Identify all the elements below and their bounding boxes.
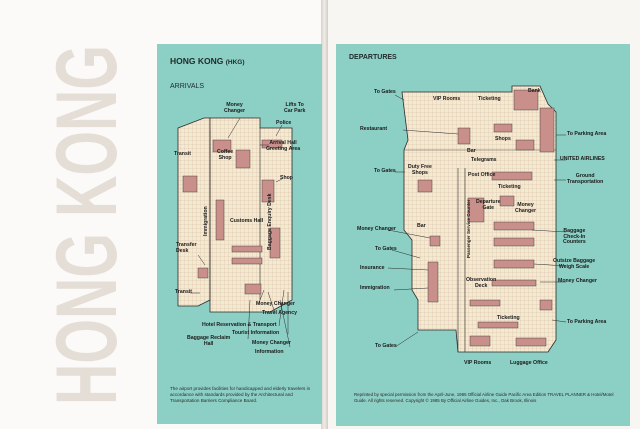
label-to-gates-bottom: To Gates [375,343,397,349]
label-to-parking-low: To Parking Area [567,319,607,325]
label-transfer-desk: Transfer Desk [176,242,197,254]
label-information: Information [255,349,284,355]
label-police: Police [276,120,292,126]
label-arrival-hall: Arrival Hall Greeting Area [266,140,301,152]
arrivals-leader-lines [190,117,291,348]
label-customs-hall: Customs Hall [230,218,264,224]
label-bar-mid: Bar [417,223,426,229]
arrivals-building [177,117,293,313]
departures-rooms [417,89,555,347]
airport-name: HONG KONG [170,56,224,66]
label-to-gates-3: To Gates [375,246,397,252]
airport-title: HONG KONG (HKG) [170,56,245,66]
label-bank: Bank [528,88,541,94]
page-fold [321,0,328,429]
label-money-changer-r: Money Changer [515,202,537,214]
label-money-changer-left: Money Changer [357,226,396,232]
departures-leader-lines [387,94,567,348]
label-outsize-baggage: Outsize Baggage Weigh Scale [553,258,596,270]
label-restaurant: Restaurant [360,126,388,132]
label-united-airlines: UNITED AIRLINES [560,156,605,162]
label-ticketing-top: Ticketing [478,96,501,102]
accessibility-footnote: The airport provides facilities for hand… [170,386,311,403]
label-observation-deck: Observation Deck [466,277,497,289]
label-money-changer-right: Money Changer [558,278,597,284]
label-passenger-service: Passenger Service Counter [466,199,471,258]
arrivals-heading: ARRIVALS [170,83,205,90]
label-transit-top: Transit [174,151,192,157]
label-shops: Shops [495,136,511,142]
cover-title-graphic: HONG KONG [39,45,135,405]
label-to-gates-2: To Gates [374,168,396,174]
label-shop: Shop [280,175,293,181]
label-money-changer-top: Money Changer [224,102,246,114]
label-insurance: Insurance [360,265,385,271]
copyright-footnote: Reprinted by special permission from the… [354,392,614,403]
label-bar-top: Bar [467,148,476,154]
label-to-gates-top: To Gates [374,89,396,95]
label-departure-gate: Departure Gate [476,199,501,211]
label-duty-free: Duty Free Shops [408,164,432,176]
departures-heading: DEPARTURES [349,54,397,61]
label-money-changer-mid: Money Changer [256,301,295,307]
label-coffee-shop: Coffee Shop [217,149,234,161]
airport-code: (HKG) [225,59,245,66]
label-ground-transportation: Ground Transportation [567,173,604,185]
label-baggage-reclaim: Baggage Reclaim Hall [187,335,231,347]
label-baggage-checkin: Baggage Check-In Counters [563,228,586,246]
label-immigration-r: Immigration [360,285,390,291]
label-transit-bottom: Transit [175,289,193,295]
label-money-changer-low: Money Changer [252,340,291,346]
label-ticketing-mid: Ticketing [498,184,521,190]
label-to-parking-top: To Parking Area [567,131,607,137]
label-lifts-car-park: Lifts To Car Park [284,102,306,114]
label-tourist-information: Tourist Information [232,330,280,336]
label-luggage-office: Luggage Office [510,360,548,366]
label-vip-rooms-low: VIP Rooms [464,360,492,366]
label-hotel-reservation: Hotel Reservation & Transport [202,322,277,328]
label-travel-agency: Travel Agency [262,310,297,316]
label-telegrams: Telegrams [471,157,497,163]
cover-title: HONG KONG [39,45,135,405]
label-ticketing-low: Ticketing [497,315,520,321]
arrivals-rooms [182,139,283,295]
label-post-office: Post Office [468,172,496,178]
label-vip-rooms-top: VIP Rooms [433,96,461,102]
